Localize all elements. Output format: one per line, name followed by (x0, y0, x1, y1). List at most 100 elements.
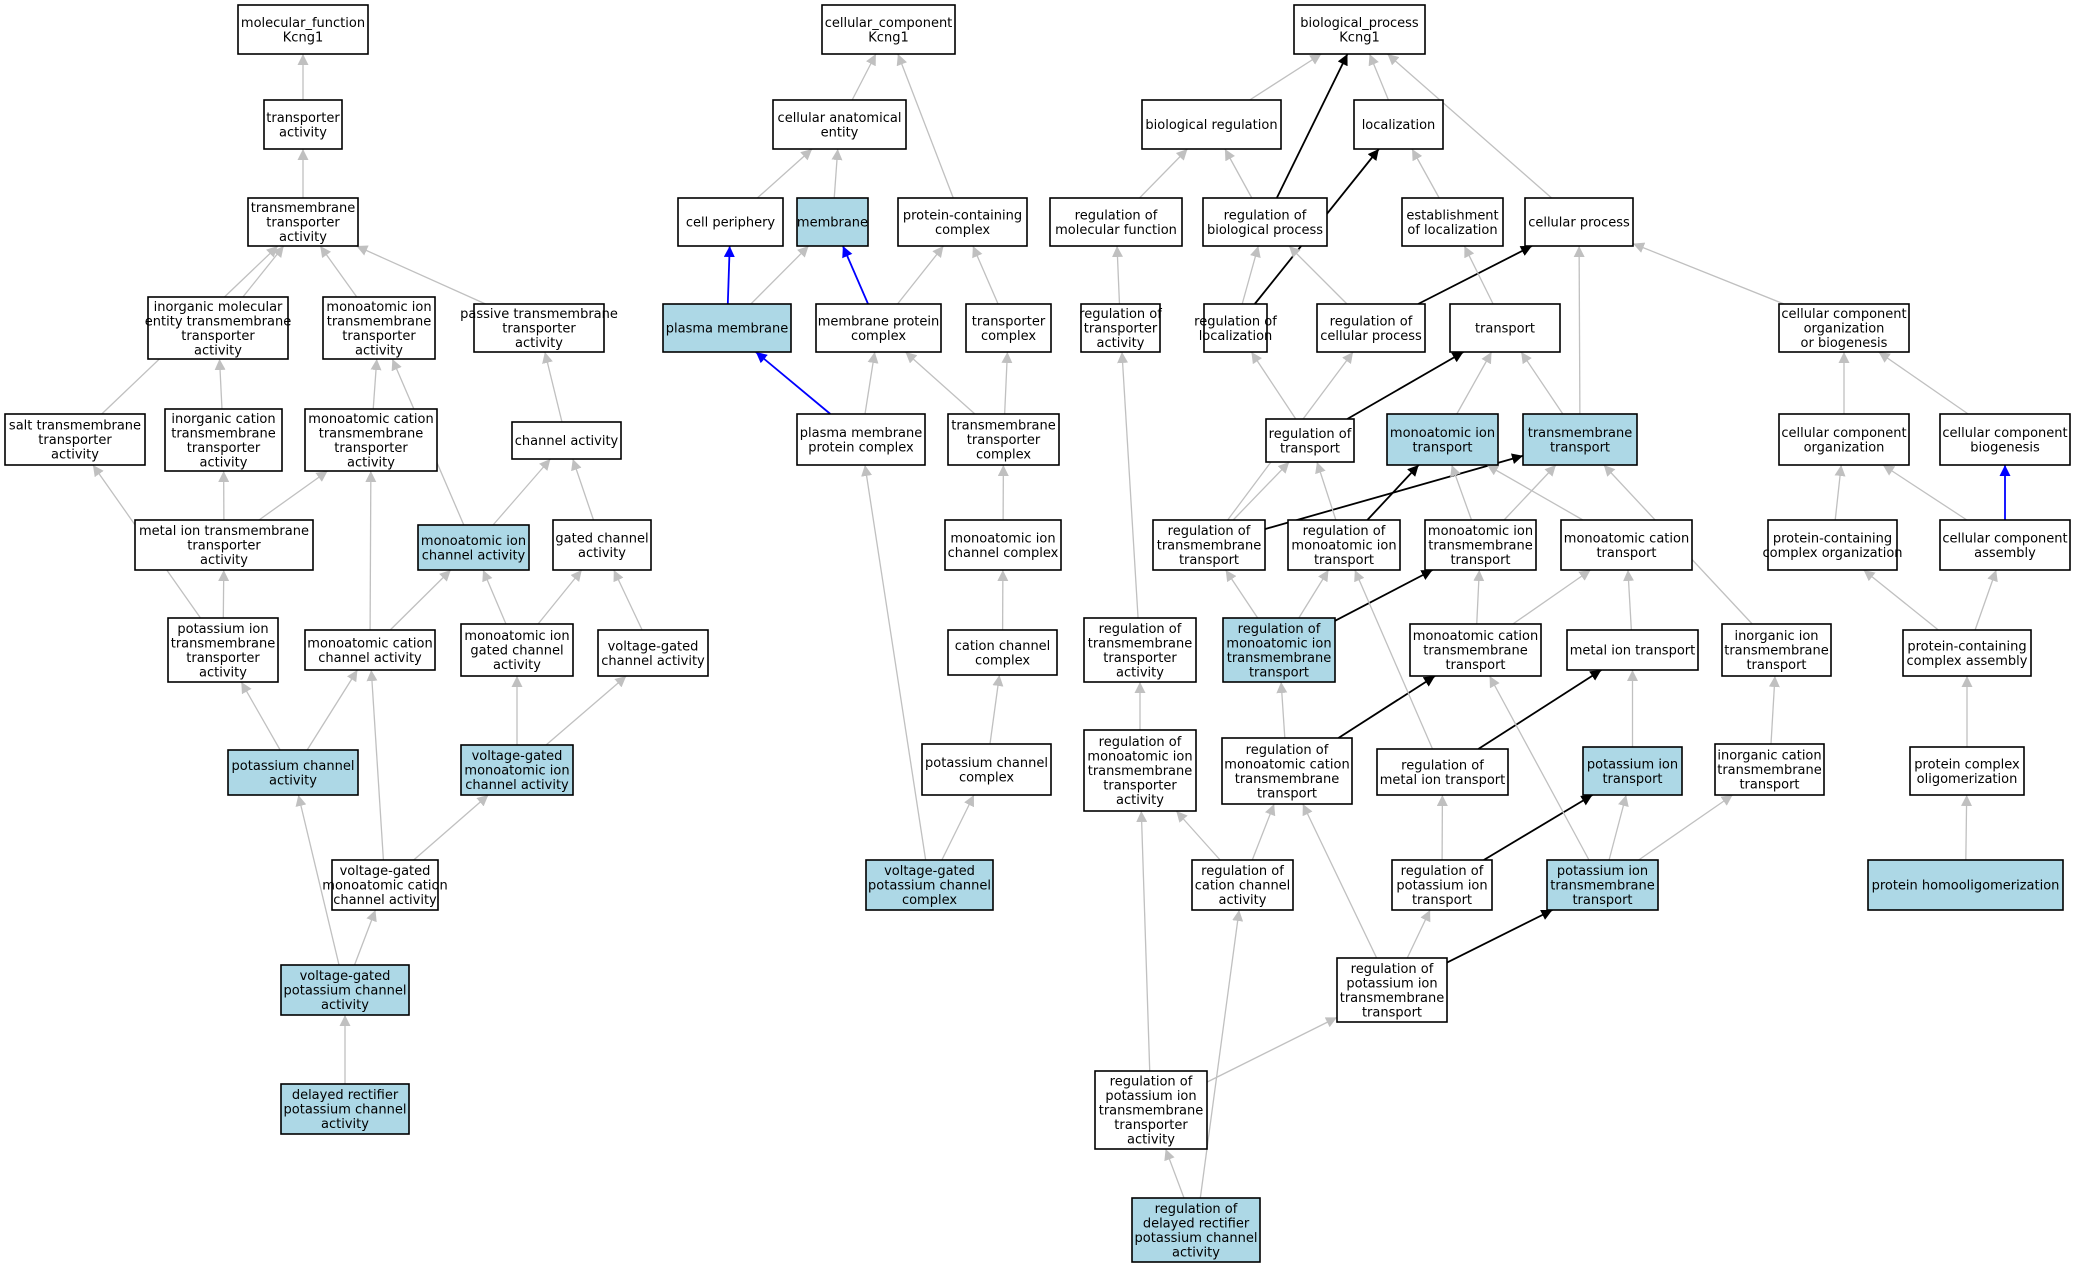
go-term-node-cell-proc[interactable]: cellular process (1524, 197, 1634, 247)
node-label-line: voltage-gated (608, 639, 699, 654)
node-label-line: transport (1450, 553, 1510, 568)
node-label-line: activity (1172, 1245, 1220, 1260)
go-term-node-metal-ion-transport[interactable]: metal ion transport (1566, 629, 1699, 671)
node-box (263, 99, 343, 150)
node-label-line: transporter (1084, 322, 1158, 337)
node-box (1566, 629, 1699, 671)
node-box (1265, 418, 1355, 463)
go-term-node-reg-tm-trans-act[interactable]: regulation oftransmembranetransporteract… (1083, 617, 1197, 683)
node-label-line: cation channel (955, 639, 1051, 654)
go-term-node-localization[interactable]: localization (1353, 99, 1444, 150)
go-term-node-inorg-cation-tm-act[interactable]: inorganic cationtransmembranetransporter… (164, 408, 283, 472)
node-label-line: transmembrane (319, 426, 424, 441)
node-box (944, 519, 1062, 571)
go-term-node-transport[interactable]: transport (1449, 303, 1561, 353)
go-term-node-bio-reg[interactable]: biological regulation (1141, 99, 1282, 150)
go-term-node-mono-ion-tm-act[interactable]: monoatomic iontransmembranetransporterac… (322, 296, 436, 360)
node-label-line: transporter (1114, 1118, 1188, 1133)
node-box (677, 197, 784, 247)
go-term-node-channel-act[interactable]: channel activity (511, 421, 622, 460)
node-label-line: voltage-gated (884, 864, 975, 879)
go-term-node-metal-ion-tm-act[interactable]: metal ion transmembranetransporteractivi… (134, 519, 314, 571)
go-term-node-k-ion-tm-act[interactable]: potassium iontransmembranetransporteract… (167, 617, 279, 683)
go-term-node-membrane[interactable]: membrane (796, 197, 869, 247)
node-box (247, 197, 359, 247)
edge-tm_transport-to-cell_proc (1573, 245, 1585, 415)
edge-cell_anat-to-cc (851, 53, 877, 101)
node-label-line: delayed rectifier (292, 1088, 399, 1103)
node-label-line: transmembrane (1717, 763, 1822, 778)
go-term-node-plasma-membrane[interactable]: plasma membrane (662, 303, 792, 353)
go-term-node-mono-cation-tm-act[interactable]: monoatomic cationtransmembranetransporte… (304, 408, 438, 472)
edge-pm_prot_complex-to-plasma_membrane (755, 351, 831, 415)
node-label-line: activity (200, 553, 248, 568)
go-term-node-cell-periphery[interactable]: cell periphery (677, 197, 784, 247)
go-term-node-prot-homoolig[interactable]: protein homooligomerization (1867, 859, 2064, 911)
edge-reg_metal_ion_transport-to-reg_mono_ion_transport (1354, 569, 1434, 750)
node-label-line: biological process (1207, 223, 1323, 238)
